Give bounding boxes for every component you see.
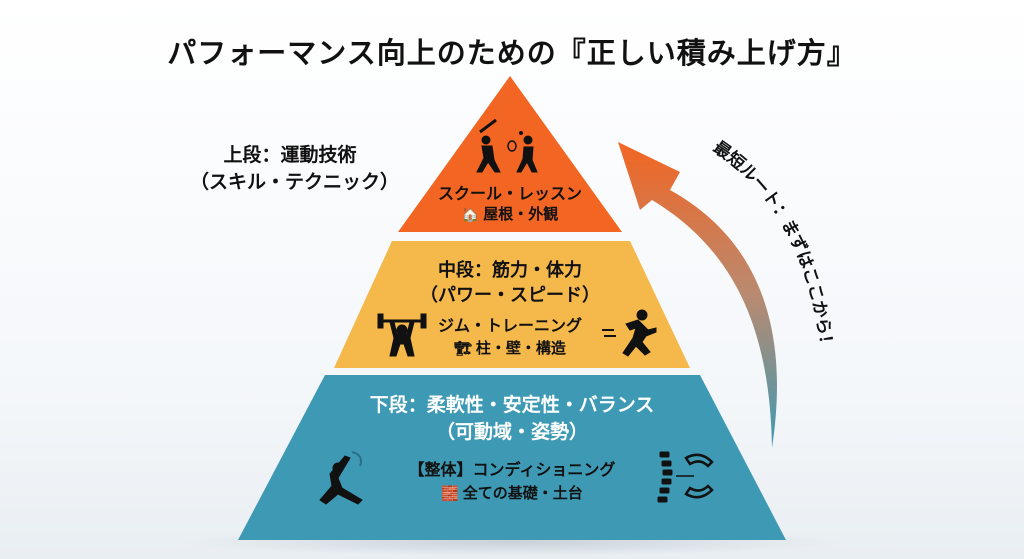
middle-tier-metaphor-text: 柱・壁・構造 (475, 339, 566, 357)
bottom-tier-label: 下段：柔軟性・安定性・バランス （可動域・姿勢） (312, 392, 712, 446)
bottom-tier-label-line1: 下段：柔軟性・安定性・バランス (369, 394, 655, 416)
bottom-tier-metaphor: 🧱全ての基礎・土台 (362, 482, 662, 503)
bottom-tier-shape (238, 375, 786, 540)
bottom-tier-metaphor-text: 全ての基礎・土台 (462, 484, 583, 502)
house-icon: 🏠 (461, 207, 480, 223)
top-tier-label-line1: 上段：運動技術 (223, 144, 357, 166)
middle-tier-label-line2: （パワー・スピード） (420, 285, 600, 306)
tennis-player-icon (507, 131, 538, 173)
middle-tier-label: 中段：筋力・体力 （パワー・スピード） (400, 258, 620, 308)
weightlifter-icon (377, 313, 427, 357)
middle-tier-label-line1: 中段：筋力・体力 (438, 260, 582, 281)
bottom-tier-method: 【整体】コンディショニング (408, 460, 616, 479)
middle-tier-method: ジム・トレーニング (437, 316, 582, 335)
top-tier-metaphor-text: 屋根・外観 (483, 205, 559, 223)
top-tier-method: スクール・レッスン (437, 184, 582, 203)
stretching-person-icon (319, 451, 363, 505)
top-tier-label-line2: （スキル・テクニック） (190, 171, 400, 193)
spine-hands-icon (657, 451, 714, 503)
top-tier-label: 上段：運動技術 （スキル・テクニック） (190, 142, 400, 196)
bottom-tier-label-line2: （可動域・姿勢） (435, 421, 588, 443)
top-tier-metaphor: 🏠屋根・外観 (420, 203, 600, 224)
baseball-player-icon (476, 118, 501, 173)
top-tier-shape (398, 76, 622, 232)
bricks-icon: 🧱 (441, 486, 459, 502)
middle-tier-shape (334, 241, 690, 368)
page-title: パフォーマンス向上のための『正しい積み上げ方』 (167, 36, 857, 70)
shortest-route-arrow (618, 142, 777, 448)
middle-tier-metaphor: 🏗柱・壁・構造 (415, 337, 605, 358)
construction-crane-icon: 🏗 (454, 341, 472, 357)
runner-icon (602, 309, 657, 357)
